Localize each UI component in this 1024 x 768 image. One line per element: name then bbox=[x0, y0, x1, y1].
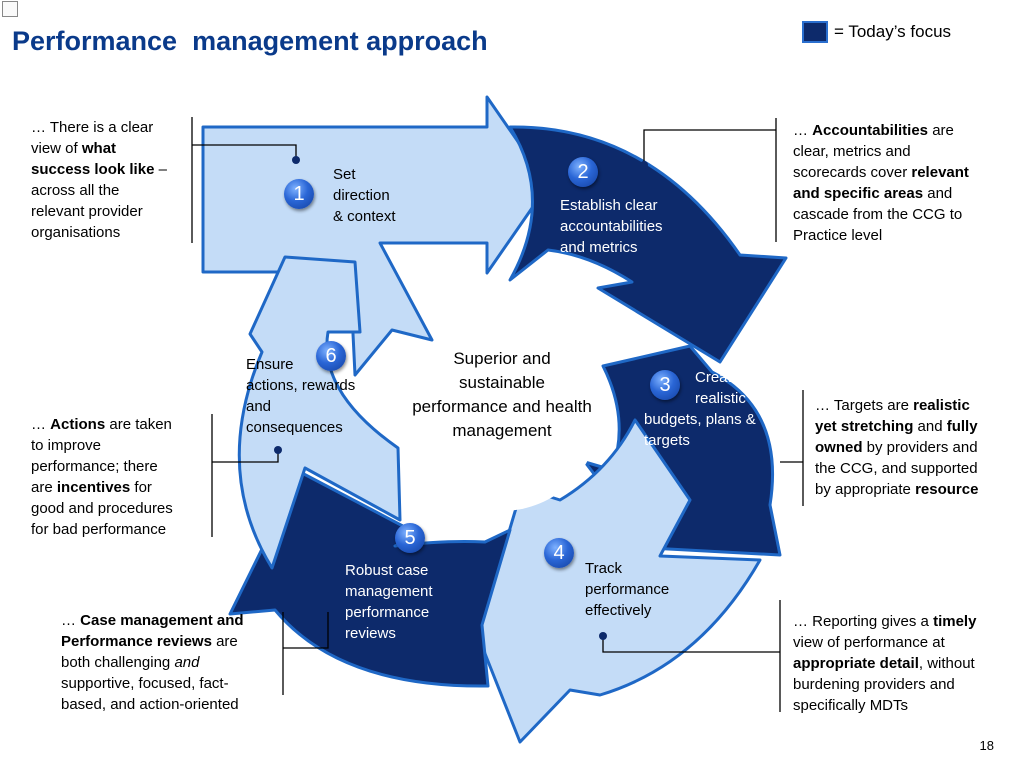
document-icon bbox=[2, 1, 18, 17]
step-5-badge: 5 bbox=[395, 523, 425, 553]
step-1-badge: 1 bbox=[284, 179, 314, 209]
step-5-label: Robust case management performance revie… bbox=[345, 562, 433, 642]
note-actions: … Actions are taken to improve performan… bbox=[31, 416, 173, 538]
step-3-label: Create realistic budgets, plans & target… bbox=[644, 369, 756, 449]
step-1-label: Set direction & context bbox=[333, 166, 396, 225]
step-6-label: Ensure actions, rewards and consequences bbox=[246, 356, 356, 436]
step-3-badge: 3 bbox=[650, 370, 680, 400]
note-reporting: … Reporting gives a timely view of perfo… bbox=[793, 613, 977, 714]
note-targets: … Targets are realistic yet stretching a… bbox=[815, 397, 979, 498]
page-number: 18 bbox=[979, 738, 994, 753]
note-case-management: … Case management and Performance review… bbox=[61, 612, 244, 713]
step-4-badge: 4 bbox=[544, 538, 574, 568]
center-statement: Superior and sustainable performance and… bbox=[412, 349, 592, 440]
legend-swatch bbox=[802, 21, 828, 43]
page-title: Performance management approach bbox=[12, 26, 488, 56]
segment-4-track bbox=[476, 418, 762, 744]
step-2-label: Establish clear accountabilities and met… bbox=[560, 197, 663, 256]
center-circle bbox=[404, 315, 600, 511]
segment-6-ensure bbox=[237, 255, 402, 570]
step-6-badge: 6 bbox=[316, 341, 346, 371]
callout-dots bbox=[274, 156, 648, 640]
callout-lines bbox=[191, 117, 804, 712]
legend-label: = Today’s focus bbox=[834, 22, 952, 41]
step-4-label: Track performance effectively bbox=[585, 560, 670, 619]
step-2-badge: 2 bbox=[568, 157, 598, 187]
legend: = Today’s focus bbox=[802, 20, 951, 44]
note-accountabilities: … Accountabilities are clear, metrics an… bbox=[793, 122, 969, 244]
note-direction: … There is a clear view of what success … bbox=[31, 119, 167, 241]
segment-5-case-management bbox=[228, 470, 512, 688]
